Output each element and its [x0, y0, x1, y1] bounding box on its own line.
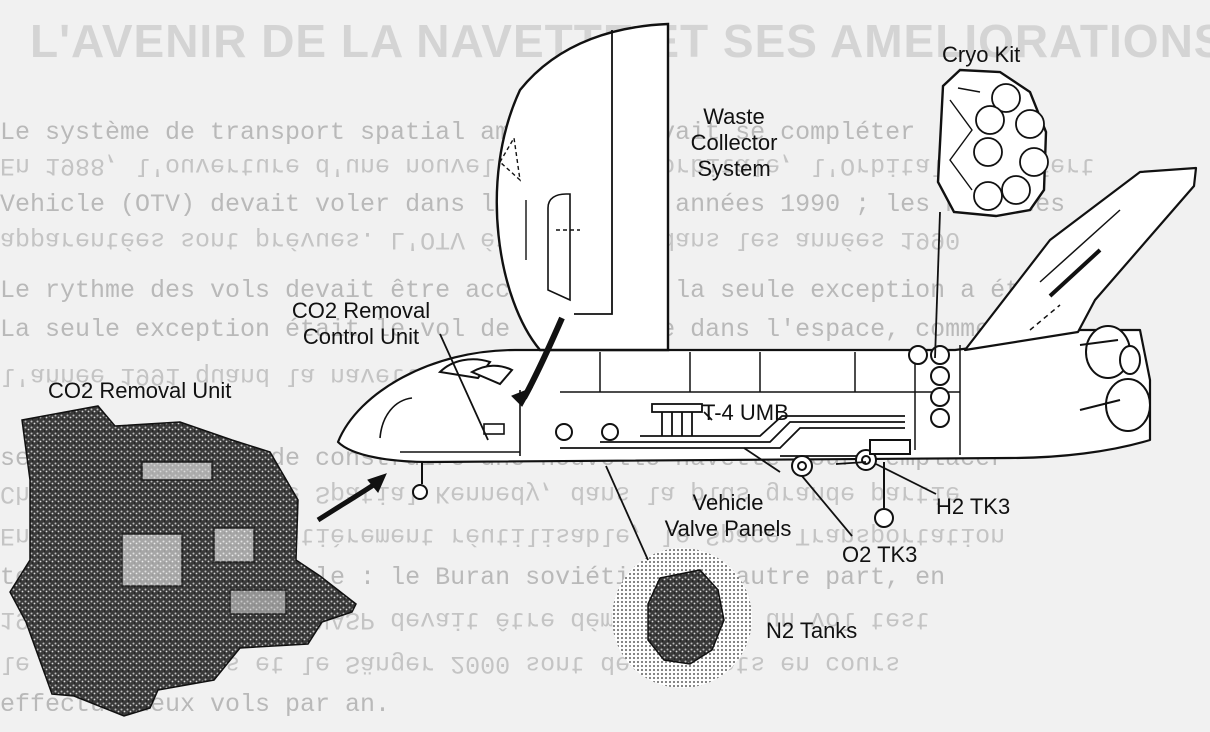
- leader-lines: [439, 211, 941, 561]
- cryo-kit-inset: [936, 68, 1049, 218]
- label-o2-tk3: O2 TK3: [842, 542, 918, 567]
- payload-bay: [560, 345, 961, 455]
- waste-collector-inset: [495, 22, 670, 352]
- label-line: CO2 Removal: [291, 298, 431, 323]
- label-waste-collector: Waste Collector System: [678, 104, 790, 182]
- landing-gear: [412, 462, 894, 528]
- label-line: Control Unit: [302, 324, 420, 349]
- label-line: Valve Panels: [664, 516, 792, 541]
- label-cryo-kit: Cryo Kit: [942, 42, 1021, 67]
- cockpit-windows: [437, 358, 514, 386]
- label-co2-removal-unit: CO2 Removal Unit: [48, 378, 232, 403]
- vertical-tail: [963, 166, 1198, 352]
- label-line: System: [697, 156, 771, 181]
- label-n2-tanks: N2 Tanks: [766, 618, 858, 643]
- co2-removal-unit-image: [9, 405, 357, 717]
- tanks: [555, 345, 950, 477]
- background-text-line: Le système de transport spatial américai…: [0, 118, 916, 147]
- fluid-lines: [560, 403, 905, 457]
- label-line: Collector: [690, 130, 778, 155]
- label-line: Vehicle: [692, 490, 764, 515]
- label-line: Waste: [703, 104, 765, 129]
- label-vehicle-valve-panels: Vehicle Valve Panels: [648, 490, 808, 542]
- background-text-line: La seule exception était le vol de la na…: [0, 315, 991, 344]
- label-t4-umb: T-4 UMB: [702, 400, 789, 425]
- n2-tanks-image: [612, 548, 752, 688]
- callout-arrows: [316, 316, 565, 523]
- label-h2-tk3: H2 TK3: [936, 494, 1011, 519]
- label-co2-removal-control: CO2 Removal Control Unit: [276, 298, 446, 350]
- main-engines: [1079, 325, 1151, 432]
